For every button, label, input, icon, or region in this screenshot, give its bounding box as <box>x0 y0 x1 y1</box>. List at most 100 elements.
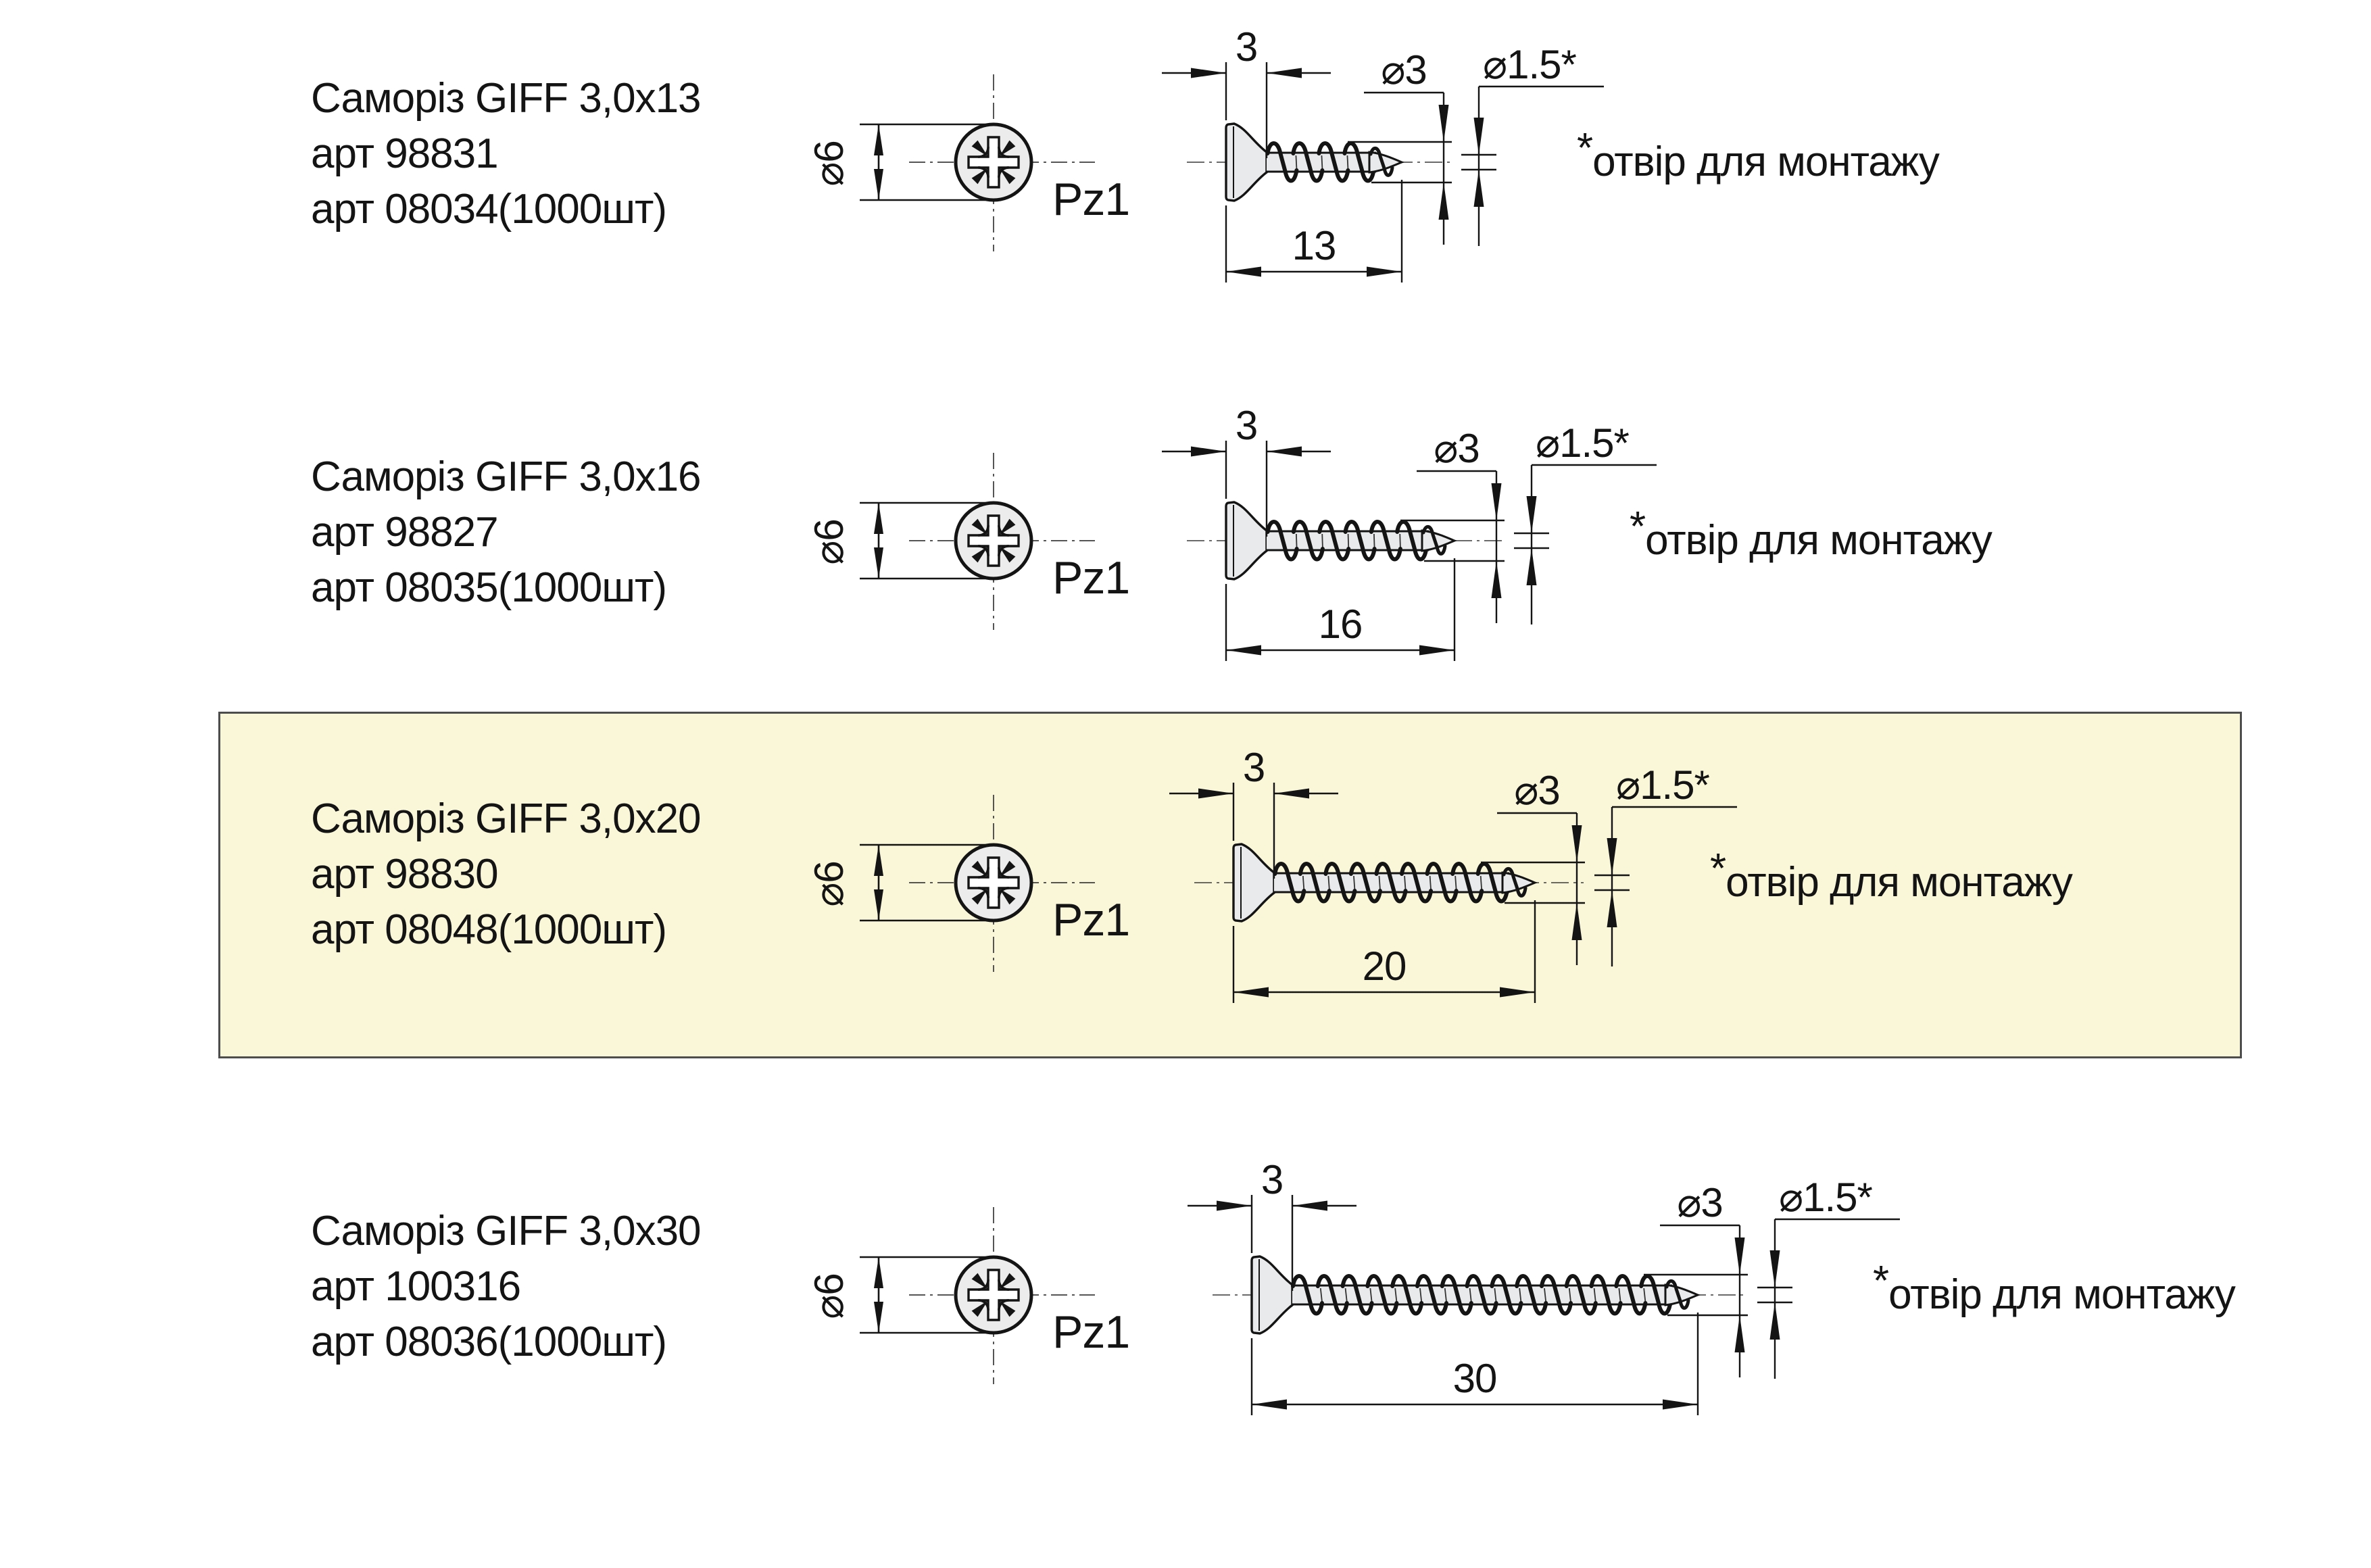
thread-flight <box>1440 1274 1473 1316</box>
dimension-arrow <box>1419 645 1455 656</box>
dimension-line <box>1469 1288 1472 1302</box>
dimension-label: 3 <box>1236 24 1257 70</box>
dimension-label: Pz1 <box>1052 894 1129 946</box>
footnote-text: отвір для монтажу <box>1592 139 1940 185</box>
dimension-arrow <box>1500 987 1535 998</box>
dimension-line <box>1346 155 1349 170</box>
dimension-line <box>1404 875 1407 890</box>
dimension-line <box>1321 155 1323 170</box>
dimension-label: ⌀6 <box>806 1273 852 1319</box>
pozidriv-wing-mark <box>999 168 1016 185</box>
thread-flight <box>1475 862 1509 904</box>
thread-flight <box>1415 1274 1448 1316</box>
product-art-2: арт 08035(1000шт) <box>311 564 667 611</box>
dimension-label: ⌀3 <box>1514 768 1560 813</box>
dimension-label: 3 <box>1236 403 1257 448</box>
product-title: Саморіз GIFF 3,0x30 <box>311 1208 702 1254</box>
pozidriv-arc <box>978 867 989 879</box>
dimension-label: Pz1 <box>1052 1306 1129 1358</box>
thread-flight <box>1298 862 1331 904</box>
dimension-arrow <box>1367 266 1402 277</box>
pozidriv-arc <box>978 887 989 898</box>
dimension-label: Pz1 <box>1052 174 1129 225</box>
dimension-line <box>1544 1288 1547 1302</box>
dimension-arrow <box>1191 446 1226 457</box>
dimension-arrow <box>1734 1238 1745 1275</box>
thread-flight <box>1340 1274 1374 1316</box>
dimension-arrow <box>1607 838 1617 875</box>
dimension-arrow <box>1473 118 1484 155</box>
dimension-arrow <box>1571 825 1582 862</box>
thread-flight <box>1369 520 1402 562</box>
dimension-arrow <box>1267 68 1302 78</box>
dimension-line <box>1369 1288 1373 1302</box>
pozidriv-arc <box>998 887 1009 898</box>
dimension-arrow <box>1607 890 1617 927</box>
thread-flight <box>1639 1274 1673 1316</box>
pozidriv-arc <box>998 166 1009 178</box>
pozidriv-recess-icon <box>967 856 1020 909</box>
dimension-line <box>1327 875 1330 890</box>
dimension-label: ⌀1.5* <box>1536 420 1630 466</box>
pozidriv-wing-mark <box>999 140 1016 157</box>
pozidriv-wing-mark <box>999 546 1016 563</box>
thread-flight <box>1400 862 1433 904</box>
product-row-1-text: Саморіз GIFF 3,0x13 арт 98831 арт 08034(… <box>311 71 825 237</box>
dimension-line <box>1568 1288 1571 1302</box>
thread-flight <box>1265 141 1299 183</box>
dimension-arrow <box>874 124 883 155</box>
dimension-arrow <box>1191 68 1226 78</box>
product-art-2: арт 08048(1000шт) <box>311 906 667 953</box>
footnote-asterisk: * <box>1630 504 1646 550</box>
pozidriv-wing-mark <box>971 1273 988 1290</box>
pozidriv-arc <box>978 166 989 178</box>
screw-head-side-view <box>1250 1255 1294 1335</box>
pozidriv-arc <box>978 545 989 556</box>
dimension-arrow <box>874 503 883 534</box>
pozidriv-arc <box>998 147 1009 158</box>
dimension-arrow <box>1292 1200 1327 1211</box>
pozidriv-arc <box>978 1279 989 1291</box>
pozidriv-wing-mark <box>999 1300 1016 1317</box>
dimension-label: ⌀3 <box>1677 1180 1723 1225</box>
product-row-2-text: Саморіз GIFF 3,0x16 арт 98827 арт 08035(… <box>311 449 825 616</box>
highlighted-row-background <box>218 712 2242 1058</box>
dimension-arrow <box>874 547 883 579</box>
dimension-label: 30 <box>1453 1356 1497 1401</box>
product-title: Саморіз GIFF 3,0x13 <box>311 75 702 122</box>
pozidriv-wing-mark <box>971 168 988 185</box>
thread-flight <box>1465 1274 1498 1316</box>
dimension-line <box>1480 875 1483 890</box>
thread-flight <box>1365 1274 1399 1316</box>
product-art-1: арт 98827 <box>311 509 499 556</box>
pozidriv-wing-mark <box>999 888 1016 905</box>
product-row-4-text: Саморіз GIFF 3,0x30 арт 100316 арт 08036… <box>311 1204 825 1370</box>
dimension-arrow <box>874 889 883 921</box>
dimension-label: ⌀1.5* <box>1616 762 1710 808</box>
product-art-1: арт 100316 <box>311 1263 521 1310</box>
thread-flight <box>1342 141 1376 183</box>
product-art-2: арт 08036(1000шт) <box>311 1319 667 1365</box>
dimension-line <box>1347 533 1350 548</box>
dimension-arrow <box>874 169 883 200</box>
dimension-label: 20 <box>1363 944 1407 989</box>
pozidriv-wing-mark <box>999 518 1016 535</box>
thread-flight <box>1421 524 1447 556</box>
pozidriv-wing-mark <box>971 140 988 157</box>
dimension-label: ⌀1.5* <box>1483 42 1577 87</box>
thread-flight <box>1374 862 1408 904</box>
dimension-label: 3 <box>1261 1157 1283 1202</box>
dimension-line <box>1494 1288 1497 1302</box>
dimension-label: ⌀1.5* <box>1779 1175 1873 1220</box>
pozidriv-arc <box>998 1279 1009 1291</box>
pozidriv-wing-mark <box>971 546 988 563</box>
dimension-arrow <box>1663 1399 1698 1410</box>
dimension-arrow <box>1274 788 1309 799</box>
dimension-label: 3 <box>1243 745 1265 790</box>
thread-flight <box>1395 520 1429 562</box>
product-art-2: арт 08034(1000шт) <box>311 186 667 232</box>
